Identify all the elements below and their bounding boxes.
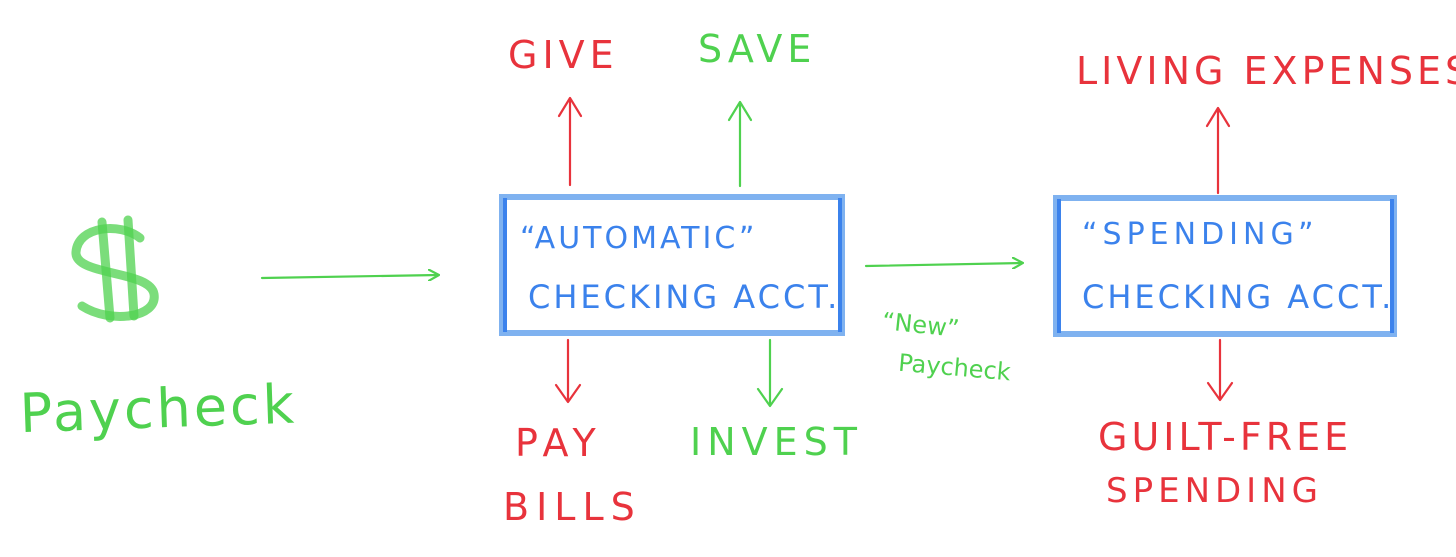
new-paycheck-label-line2: Paycheck	[897, 349, 1012, 387]
save-label: SAVE	[698, 27, 816, 71]
automatic-account-subtitle: CHECKING ACCT.	[528, 278, 840, 316]
arrowhead-pay-bills	[554, 383, 582, 404]
arrowhead-give	[557, 96, 583, 118]
spending-checking-account-box: “SPENDING” CHECKING ACCT.	[1053, 195, 1397, 337]
arrowhead-invest	[756, 387, 784, 408]
pay-bills-label-line1: PAY	[515, 421, 603, 465]
invest-label: INVEST	[690, 420, 863, 464]
living-expenses-label: LIVING EXPENSES	[1076, 49, 1456, 93]
dollar-sign-icon	[71, 215, 159, 323]
spending-account-title: “SPENDING”	[1082, 217, 1319, 252]
automatic-checking-account-box: “AUTOMATIC” CHECKING ACCT.	[499, 194, 845, 336]
pay-bills-label-line2: BILLS	[503, 485, 642, 529]
arrow-paycheck-to-automatic	[260, 275, 438, 278]
spending-account-subtitle: CHECKING ACCT.	[1082, 278, 1394, 316]
give-label: GIVE	[508, 33, 619, 77]
paycheck-label: Paycheck	[19, 373, 298, 446]
arrowhead-save	[727, 100, 753, 122]
new-paycheck-label-line1: “New”	[881, 307, 961, 343]
guilt-free-label-line2: SPENDING	[1106, 471, 1323, 511]
arrowhead-living-expenses	[1205, 106, 1231, 128]
arrowhead-guilt-free-spending	[1206, 381, 1234, 402]
guilt-free-label-line1: GUILT-FREE	[1098, 415, 1352, 459]
automatic-account-title: “AUTOMATIC”	[520, 221, 757, 256]
arrow-automatic-to-spending	[864, 263, 1022, 266]
